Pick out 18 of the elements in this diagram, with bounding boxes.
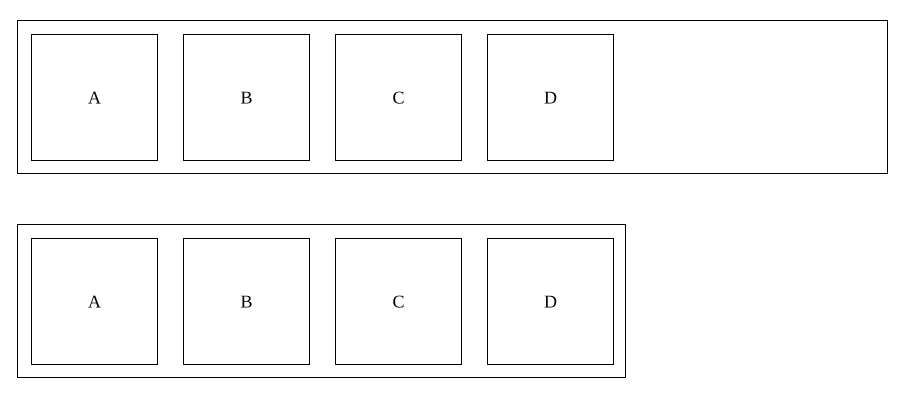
square-box — [183, 238, 310, 365]
square-box — [31, 238, 158, 365]
square-box — [487, 238, 614, 365]
box-letter: B — [239, 291, 254, 312]
box-letter: D — [543, 87, 558, 108]
square-box — [335, 34, 462, 161]
container-box — [17, 224, 626, 378]
box-letter: B — [239, 87, 254, 108]
box-letter: A — [87, 291, 102, 312]
container-box — [17, 20, 888, 174]
square-box — [31, 34, 158, 161]
square-box — [487, 34, 614, 161]
box-letter: C — [391, 87, 406, 108]
box-letter: D — [543, 291, 558, 312]
square-box — [183, 34, 310, 161]
square-box — [335, 238, 462, 365]
box-letter: C — [391, 291, 406, 312]
box-letter: A — [87, 87, 102, 108]
